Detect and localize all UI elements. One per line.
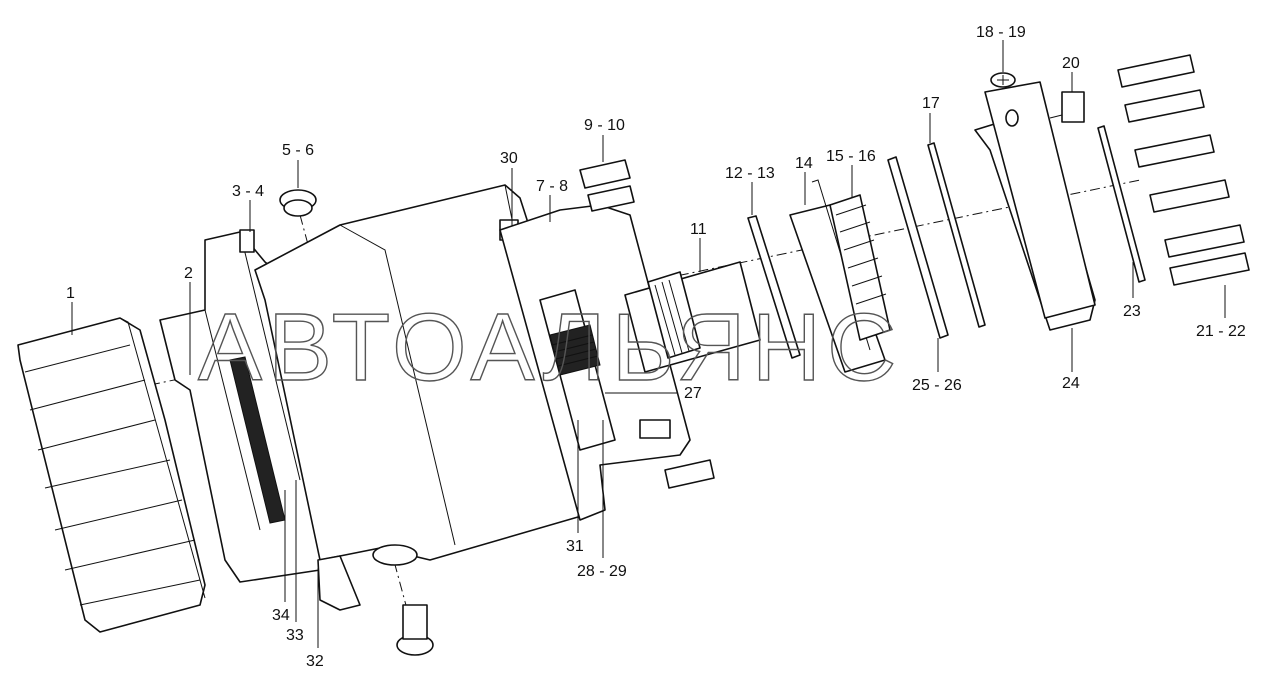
callout-34: 34	[272, 607, 290, 624]
callout-9-10: 9 - 10	[584, 117, 625, 134]
callout-33: 33	[286, 627, 304, 644]
part-20-plug	[1049, 91, 1085, 123]
callout-21-22: 21 - 22	[1196, 323, 1246, 340]
callout-12-13: 12 - 13	[725, 165, 775, 182]
part-15-clutch-pack	[829, 194, 891, 341]
callout-1: 1	[66, 285, 75, 302]
part-5-plug-lower	[396, 604, 434, 656]
callout-25-26: 25 - 26	[912, 377, 962, 394]
watermark: АВТОАЛЬЯНС	[198, 294, 902, 401]
callout-11: 11	[690, 221, 707, 238]
part-23-seal	[1097, 125, 1146, 283]
callout-3-4: 3 - 4	[232, 183, 264, 200]
part-17-ring	[927, 142, 986, 328]
part-24-cover	[974, 81, 1096, 331]
part-2-flange	[159, 229, 331, 583]
callout-15-16: 15 - 16	[826, 148, 876, 165]
leader-lines	[71, 40, 1226, 648]
callout-28-29: 28 - 29	[577, 563, 627, 580]
part-11-shaft-gear	[624, 261, 761, 373]
bolts-9-10	[579, 159, 635, 212]
callout-27: 27	[684, 385, 702, 402]
part-25-ring	[887, 156, 949, 339]
callout-14: 14	[795, 155, 813, 172]
callout-23: 23	[1123, 303, 1141, 320]
carrier-plate	[499, 204, 691, 521]
part-5-plug	[279, 189, 317, 217]
callout-5-6: 5 - 6	[282, 142, 314, 159]
part-21-bolts	[1117, 54, 1250, 286]
callout-32: 32	[306, 653, 324, 670]
part-32-bracket	[317, 555, 361, 611]
callout-31: 31	[566, 538, 584, 555]
callout-17: 17	[922, 95, 940, 112]
callout-2: 2	[184, 265, 193, 282]
callout-20: 20	[1062, 55, 1080, 72]
callout-labels: 1 2 3 - 4 5 - 6 7 - 8 9 - 10 11 12 - 13 …	[66, 24, 1246, 670]
part-12-ring	[747, 215, 801, 359]
part-18-screw	[990, 72, 1016, 88]
callout-24: 24	[1062, 375, 1080, 392]
callout-7-8: 7 - 8	[536, 178, 568, 195]
callout-30: 30	[500, 150, 518, 167]
part-1-hub	[17, 317, 206, 633]
lower-bolts	[664, 459, 715, 489]
callout-18-19: 18 - 19	[976, 24, 1026, 41]
